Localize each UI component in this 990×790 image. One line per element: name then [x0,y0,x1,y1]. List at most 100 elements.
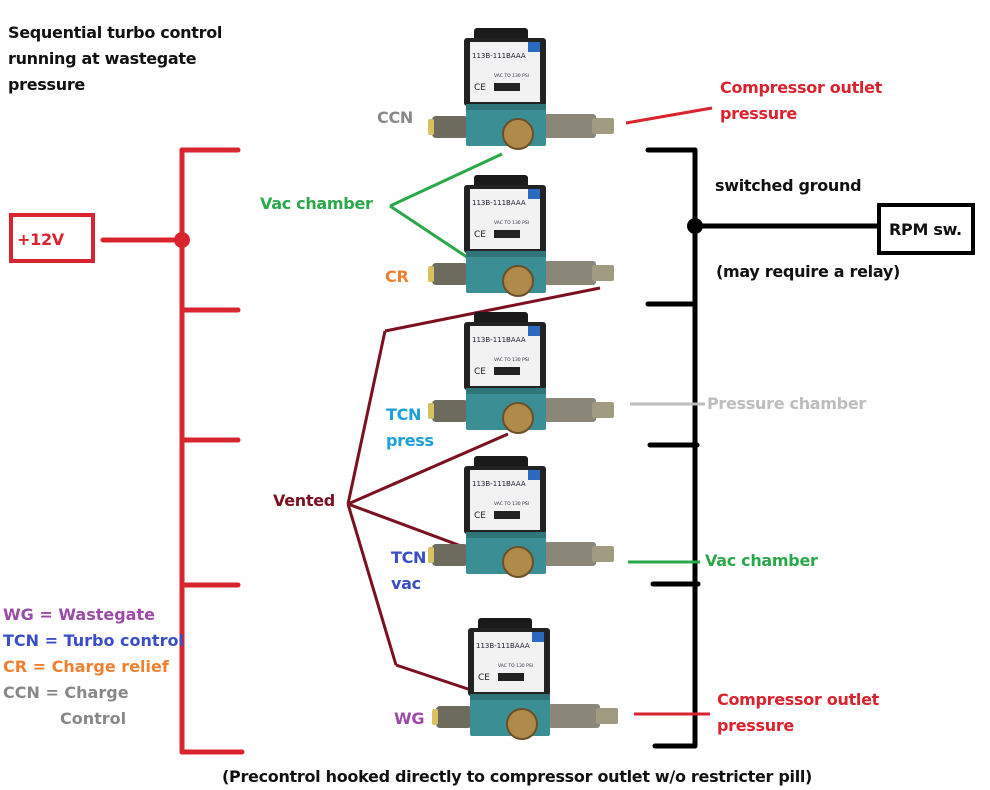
inlet-port [428,403,434,419]
exhaust-muffler [506,708,538,740]
valve-symbol [498,673,524,681]
vented-line-down [346,503,398,666]
inlet-port [428,266,434,282]
valve-spec-text: VAC TO 130 PSI [494,220,529,226]
ground-junction-dot [687,218,703,234]
valve-model-text: 113B-111BAAA [472,52,526,60]
brand-logo [528,470,540,480]
inlet-fitting [432,400,468,422]
inlet-fitting [432,544,468,566]
valve-label-tcn-press-2: press [386,431,434,450]
valve-label-tcn-press-1: TCN [386,405,422,424]
brand-logo [528,189,540,199]
diagram-title: Sequential turbo control running at wast… [8,23,223,94]
brand-logo [528,42,540,52]
inlet-port [428,547,434,563]
legend-item-ccn: CCN = Charge [3,683,129,702]
valve-model-text: 113B-111BAAA [472,336,526,344]
legend: WG = Wastegate TCN = Turbo control CR = … [3,602,184,732]
ccn-outlet-label-1: Compressor outlet [720,78,883,97]
vented-label: Vented [273,491,335,510]
vac-chamber-label-right: Vac chamber [705,551,818,570]
legend-item-wg: WG = Wastegate [3,605,155,624]
valve-model-text: 113B-111BAAA [476,642,530,650]
ce-mark: CE [474,367,486,377]
vac-chamber-label-left: Vac chamber [260,194,373,213]
power-junction-dot [174,232,190,248]
outlet-fitting [544,261,596,285]
rpm-switch-label: RPM sw. [889,220,962,239]
ce-mark: CE [474,230,486,240]
valve-label-tcn-vac-1: TCN [391,548,427,567]
inlet-port [432,709,438,725]
wg-outlet-label-1: Compressor outlet [717,690,880,709]
outlet-nipple [592,546,614,562]
ce-mark: CE [474,511,486,521]
inlet-fitting [432,263,468,285]
pressure-chamber-label: Pressure chamber [707,394,866,413]
valve-base-edge [470,694,550,700]
ce-mark: CE [478,673,490,683]
outlet-fitting [548,704,600,728]
valve-spec-text: VAC TO 130 PSI [494,73,529,79]
valve-model-text: 113B-111BAAA [472,480,526,488]
valve-base-edge [466,388,546,394]
relay-note-label: (may require a relay) [716,262,901,281]
valve-label-wg: WG [394,709,425,728]
legend-item-ccn-cont: Control [60,709,127,728]
power-source-box: +12V [9,213,95,263]
vented-line-up [346,330,387,505]
outlet-nipple [592,118,614,134]
outlet-nipple [592,265,614,281]
solenoid-valve-tcn-vac: 113B-111BAAA VAC TO 130 PSI CE [428,456,614,578]
inlet-port [428,119,434,135]
vented-line-cr [384,286,601,333]
exhaust-muffler [502,546,534,578]
valve-symbol [494,367,520,375]
valve-symbol [494,83,520,91]
brand-logo [532,632,544,642]
outlet-fitting [544,398,596,422]
compressor-line-ccn [625,106,713,125]
valve-symbol [494,511,520,519]
vented-line-tcn-press [347,432,509,506]
valve-base-edge [466,104,546,110]
outlet-fitting [544,114,596,138]
solenoid-valve-tcn-press: 113B-111BAAA VAC TO 130 PSI CE [428,312,614,434]
valve-base-edge [466,251,546,257]
outlet-nipple [596,708,618,724]
rpm-switch-box: RPM sw. [877,203,975,255]
inlet-fitting [432,116,468,138]
exhaust-muffler [502,118,534,150]
ce-mark: CE [474,83,486,93]
wg-outlet-label-2: pressure [717,716,794,735]
valve-symbol [494,230,520,238]
vac-line-ccn [389,152,503,208]
footnote: (Precontrol hooked directly to compresso… [222,767,813,786]
valve-model-text: 113B-111BAAA [472,199,526,207]
outlet-fitting [544,542,596,566]
power-source-label: +12V [17,230,64,249]
power-bus [100,147,245,755]
valve-label-ccn: CCN [377,108,413,127]
legend-item-cr: CR = Charge relief [3,657,169,676]
valve-spec-text: VAC TO 130 PSI [494,357,529,363]
inlet-fitting [436,706,472,728]
valve-label-cr: CR [385,267,409,286]
solenoid-valve-cr: 113B-111BAAA VAC TO 130 PSI CE [428,175,614,297]
valve-label-tcn-vac-2: vac [391,574,421,593]
legend-item-tcn: TCN = Turbo control [3,631,184,650]
outlet-nipple [592,402,614,418]
solenoid-valve-ccn: 113B-111BAAA VAC TO 130 PSI CE [428,28,614,150]
ground-bus [645,147,883,749]
exhaust-muffler [502,402,534,434]
switched-ground-label: switched ground [715,176,862,195]
ccn-outlet-label-2: pressure [720,104,797,123]
valve-base-edge [466,532,546,538]
valve-spec-text: VAC TO 130 PSI [494,501,529,507]
brand-logo [528,326,540,336]
valve-spec-text: VAC TO 130 PSI [498,663,533,669]
solenoid-valve-wg: 113B-111BAAA VAC TO 130 PSI CE [432,618,618,740]
